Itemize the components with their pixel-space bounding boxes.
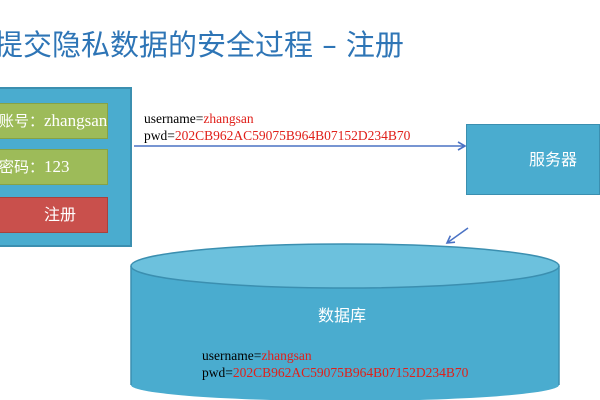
stored-pwd-value: 202CB962AC59075B964B07152D234B70 xyxy=(232,365,469,380)
password-value: 123 xyxy=(44,157,70,176)
request-pwd-key: pwd= xyxy=(144,128,175,143)
database-label: 数据库 xyxy=(318,306,367,325)
username-field[interactable]: 账号：zhangsan xyxy=(0,103,108,139)
register-button[interactable]: 注册 xyxy=(0,197,108,233)
stored-pwd-line: pwd=202CB962AC59075B964B07152D234B70 xyxy=(202,364,468,381)
store-arrow xyxy=(445,227,469,244)
username-value: zhangsan xyxy=(44,111,108,130)
request-username-key: username= xyxy=(144,111,204,126)
password-field[interactable]: 密码：123 xyxy=(0,149,108,185)
database-cylinder xyxy=(130,243,560,400)
username-label: 账号： xyxy=(0,112,45,130)
client-panel: 账号：zhangsan 密码：123 注册 xyxy=(0,87,132,247)
password-label: 密码： xyxy=(0,158,45,176)
server-box: 服务器 xyxy=(466,124,600,195)
request-payload: username=zhangsan pwd=202CB962AC59075B96… xyxy=(144,110,410,144)
stored-pwd-key: pwd= xyxy=(202,365,233,380)
request-username-line: username=zhangsan xyxy=(144,110,410,127)
request-pwd-value: 202CB962AC59075B964B07152D234B70 xyxy=(174,128,411,143)
request-pwd-line: pwd=202CB962AC59075B964B07152D234B70 xyxy=(144,127,410,144)
stored-username-line: username=zhangsan xyxy=(202,347,468,364)
page-title: 提交隐私数据的安全过程 – 注册 xyxy=(0,28,404,62)
request-username-value: zhangsan xyxy=(203,111,254,126)
stored-username-value: zhangsan xyxy=(261,348,312,363)
stored-record: username=zhangsan pwd=202CB962AC59075B96… xyxy=(202,347,468,381)
stored-username-key: username= xyxy=(202,348,262,363)
